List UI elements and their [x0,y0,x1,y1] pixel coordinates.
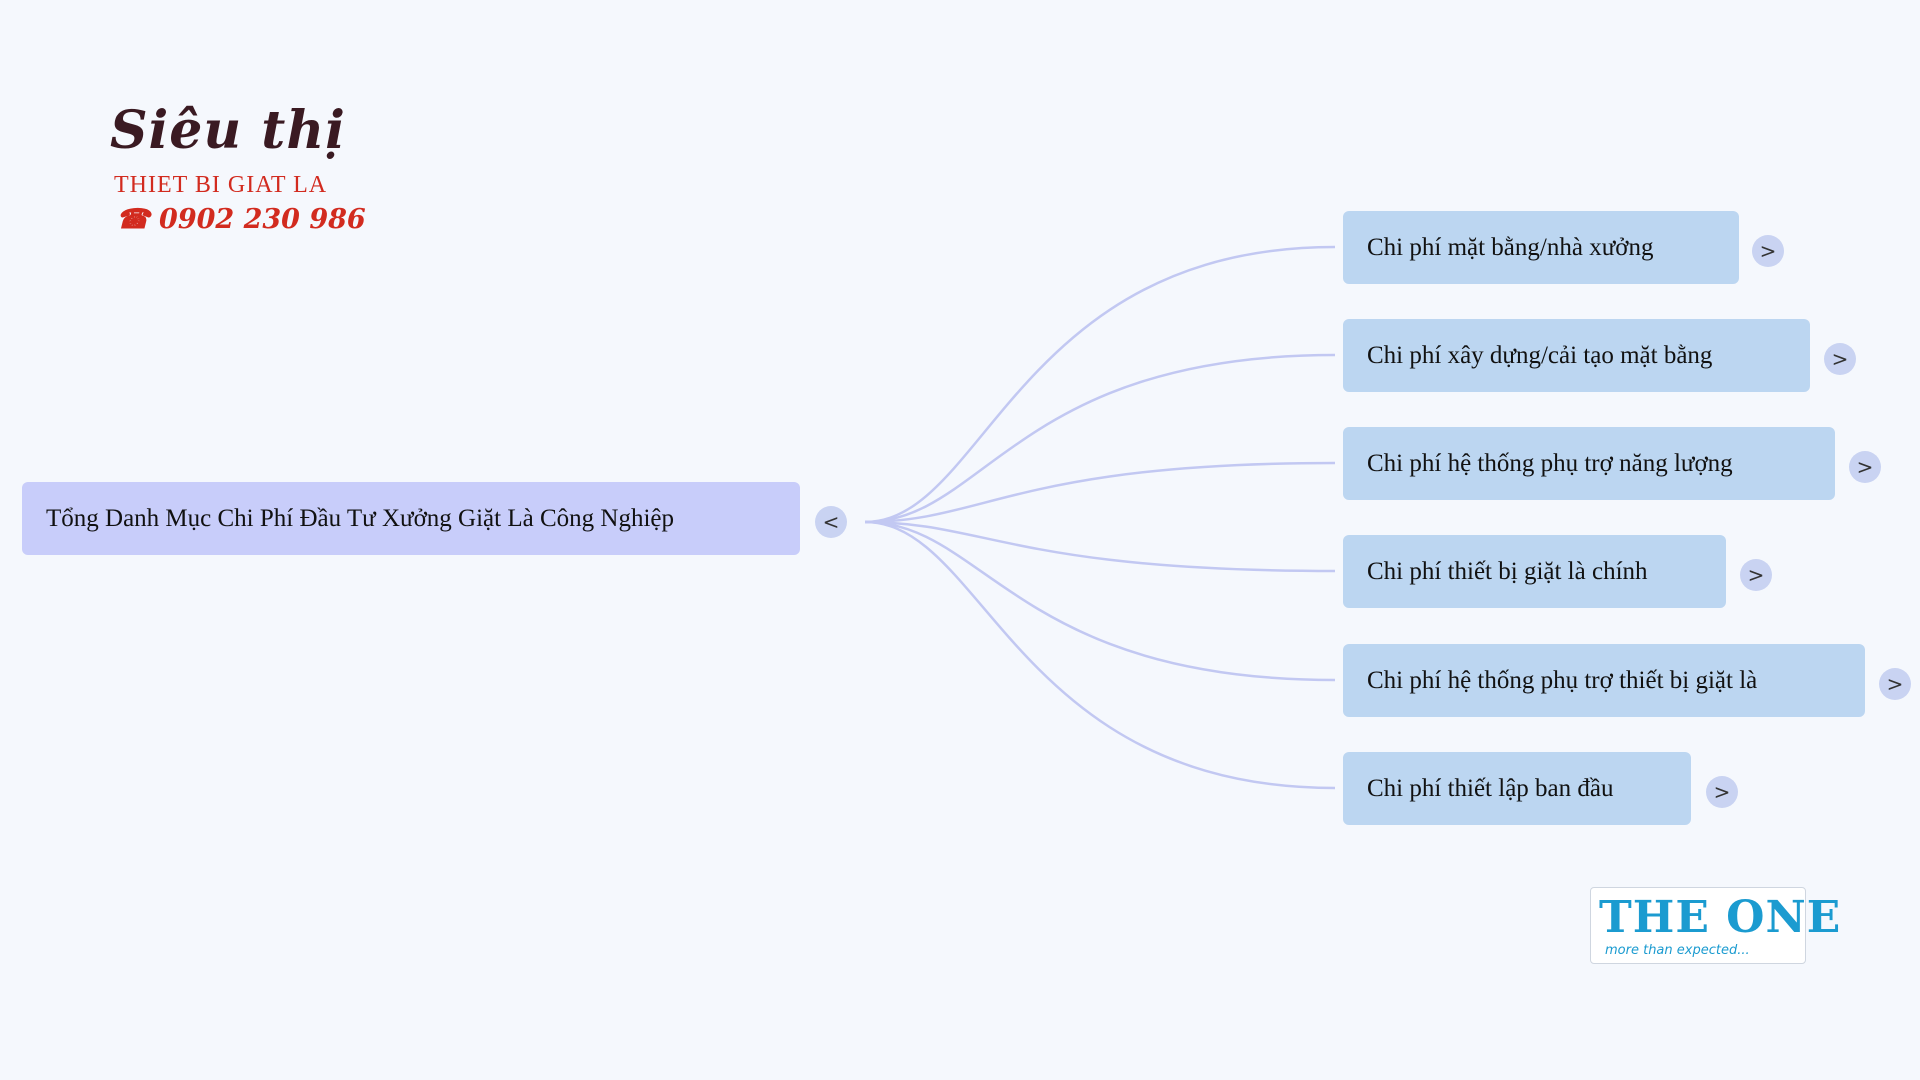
connector-line [864,520,1336,790]
sieuthi-logo: Siêu thị THIET BI GIAT LA ☎ 0902 230 986 [110,100,366,240]
sieuthi-logo-subtitle: THIET BI GIAT LA [114,172,328,198]
connector-line [864,461,1336,524]
sieuthi-logo-phone: ☎ 0902 230 986 [116,204,366,235]
expand-toggle-button[interactable]: > [1849,451,1881,483]
expand-toggle-button[interactable]: > [1824,343,1856,375]
child-topic-label: Chi phí hệ thống phụ trợ thiết bị giặt l… [1367,666,1758,694]
child-topic-label: Chi phí mặt bằng/nhà xưởng [1367,233,1654,261]
child-topic-node[interactable]: Chi phí mặt bằng/nhà xưởng [1343,211,1739,284]
collapse-toggle-button[interactable]: < [815,506,847,538]
child-topic-node[interactable]: Chi phí hệ thống phụ trợ năng lượng [1343,427,1835,500]
child-topic-label: Chi phí thiết lập ban đầu [1367,774,1614,802]
child-topic-node[interactable]: Chi phí thiết lập ban đầu [1343,752,1691,825]
connector-line [864,520,1336,573]
expand-toggle-button[interactable]: > [1752,235,1784,267]
connector-line [864,245,1336,524]
expand-toggle-button[interactable]: > [1740,559,1772,591]
root-topic-label: Tổng Danh Mục Chi Phí Đầu Tư Xưởng Giặt … [46,504,674,532]
root-topic-node[interactable]: Tổng Danh Mục Chi Phí Đầu Tư Xưởng Giặt … [22,482,800,555]
child-topic-node[interactable]: Chi phí thiết bị giặt là chính [1343,535,1726,608]
child-topic-label: Chi phí hệ thống phụ trợ năng lượng [1367,449,1733,477]
child-topic-node[interactable]: Chi phí hệ thống phụ trợ thiết bị giặt l… [1343,644,1865,717]
child-topic-node[interactable]: Chi phí xây dựng/cải tạo mặt bằng [1343,319,1810,392]
theone-logo-tagline: more than expected... [1605,943,1750,958]
connector-line [864,353,1336,524]
sieuthi-logo-name: Siêu thị [110,100,346,161]
child-topic-label: Chi phí thiết bị giặt là chính [1367,557,1648,585]
expand-toggle-button[interactable]: > [1879,668,1911,700]
expand-toggle-button[interactable]: > [1706,776,1738,808]
theone-logo: THE ONE more than expected... [1590,887,1840,964]
child-topic-label: Chi phí xây dựng/cải tạo mặt bằng [1367,341,1713,369]
connector-line [864,520,1336,682]
theone-logo-wordmark: THE ONE [1599,892,1842,943]
